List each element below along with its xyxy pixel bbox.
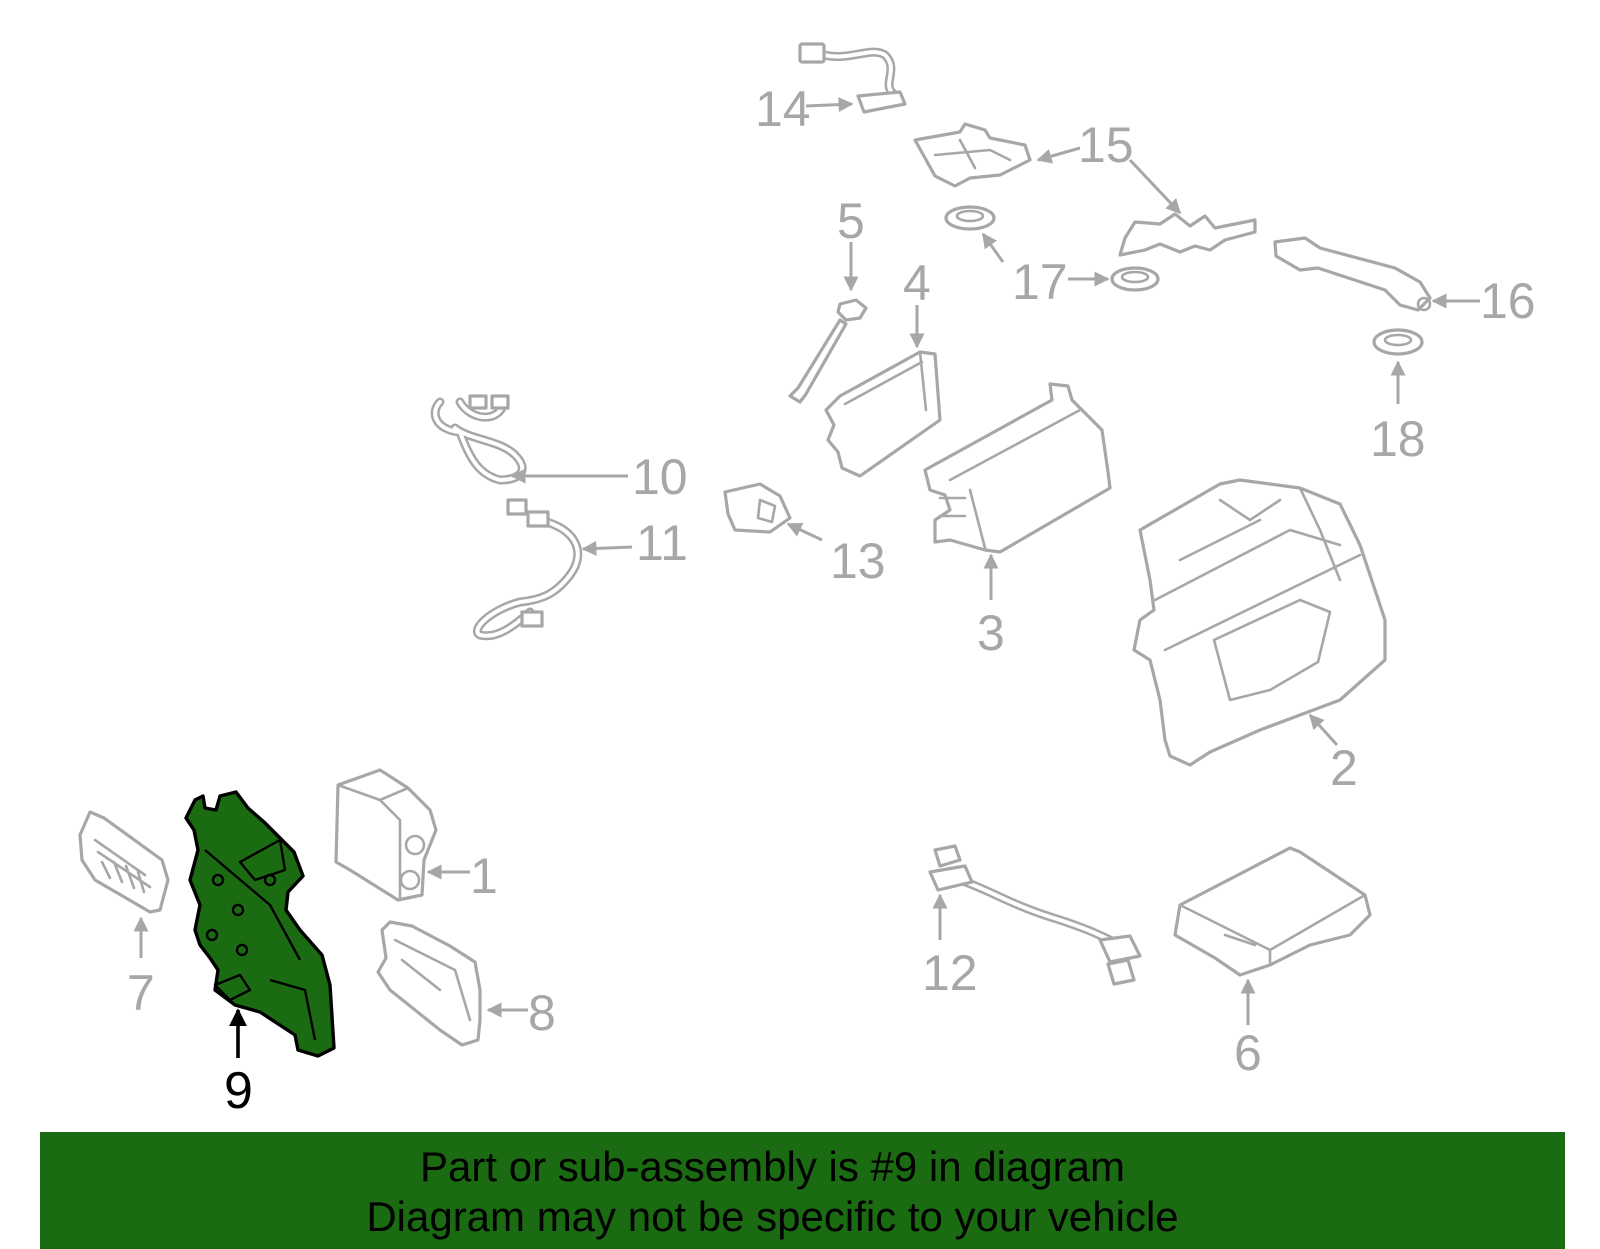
callout-15[interactable]: 15 <box>1078 117 1134 173</box>
part-15-bracket[interactable] <box>913 122 1032 188</box>
part-17-seal-lower[interactable] <box>1110 266 1160 292</box>
part-14-harness[interactable] <box>798 42 907 114</box>
part-1-block[interactable] <box>334 768 438 902</box>
callout-10[interactable]: 10 <box>632 449 688 505</box>
callout-4[interactable]: 4 <box>903 255 931 311</box>
part-6-module[interactable] <box>1173 846 1372 977</box>
part-12-wire[interactable] <box>928 844 1142 986</box>
callout-6[interactable]: 6 <box>1234 1025 1262 1081</box>
part-7-bezel[interactable] <box>78 810 170 914</box>
part-10-wire[interactable] <box>430 394 528 516</box>
callout-13[interactable]: 13 <box>830 533 886 589</box>
callout-9[interactable]: 9 <box>224 1062 253 1120</box>
callout-7[interactable]: 7 <box>127 965 155 1021</box>
info-banner: Part or sub-assembly is #9 in diagram Di… <box>40 1132 1565 1249</box>
callout-2[interactable]: 2 <box>1330 740 1358 796</box>
leader-17a <box>981 232 1005 263</box>
banner-line-2: Diagram may not be specific to your vehi… <box>366 1193 1179 1240</box>
part-5-sensor[interactable] <box>788 298 868 404</box>
callout-16[interactable]: 16 <box>1480 273 1536 329</box>
part-9-highlighted[interactable] <box>184 790 336 1058</box>
part-2-console-bin[interactable] <box>1132 478 1387 767</box>
callout-11[interactable]: 11 <box>636 515 688 571</box>
leader-15b <box>1128 158 1182 215</box>
part-16-rod[interactable] <box>1273 236 1432 312</box>
part-11-wire[interactable] <box>473 510 583 641</box>
part-4-module[interactable] <box>824 350 942 478</box>
callout-3[interactable]: 3 <box>977 605 1005 661</box>
leader-11 <box>581 540 633 556</box>
leader-14 <box>805 97 854 113</box>
callout-1[interactable]: 1 <box>470 848 498 904</box>
part-15-lower-bracket <box>1118 212 1257 257</box>
leader-13 <box>786 522 823 542</box>
leader-2 <box>1308 713 1339 747</box>
callout-12[interactable]: 12 <box>922 945 978 1001</box>
callout-5[interactable]: 5 <box>837 193 865 249</box>
part-3-housing[interactable] <box>923 382 1112 554</box>
leader-15 <box>1036 146 1081 164</box>
part-18-seal[interactable] <box>1372 328 1424 356</box>
part-8-bracket[interactable] <box>376 920 482 1047</box>
callout-8[interactable]: 8 <box>528 985 556 1041</box>
banner-line-1: Part or sub-assembly is #9 in diagram <box>420 1143 1125 1190</box>
callout-18[interactable]: 18 <box>1370 411 1426 467</box>
part-13-connector[interactable] <box>723 482 792 534</box>
part-17-seal-upper <box>944 205 996 231</box>
callout-17[interactable]: 17 <box>1012 254 1068 310</box>
callout-14[interactable]: 14 <box>755 81 811 137</box>
